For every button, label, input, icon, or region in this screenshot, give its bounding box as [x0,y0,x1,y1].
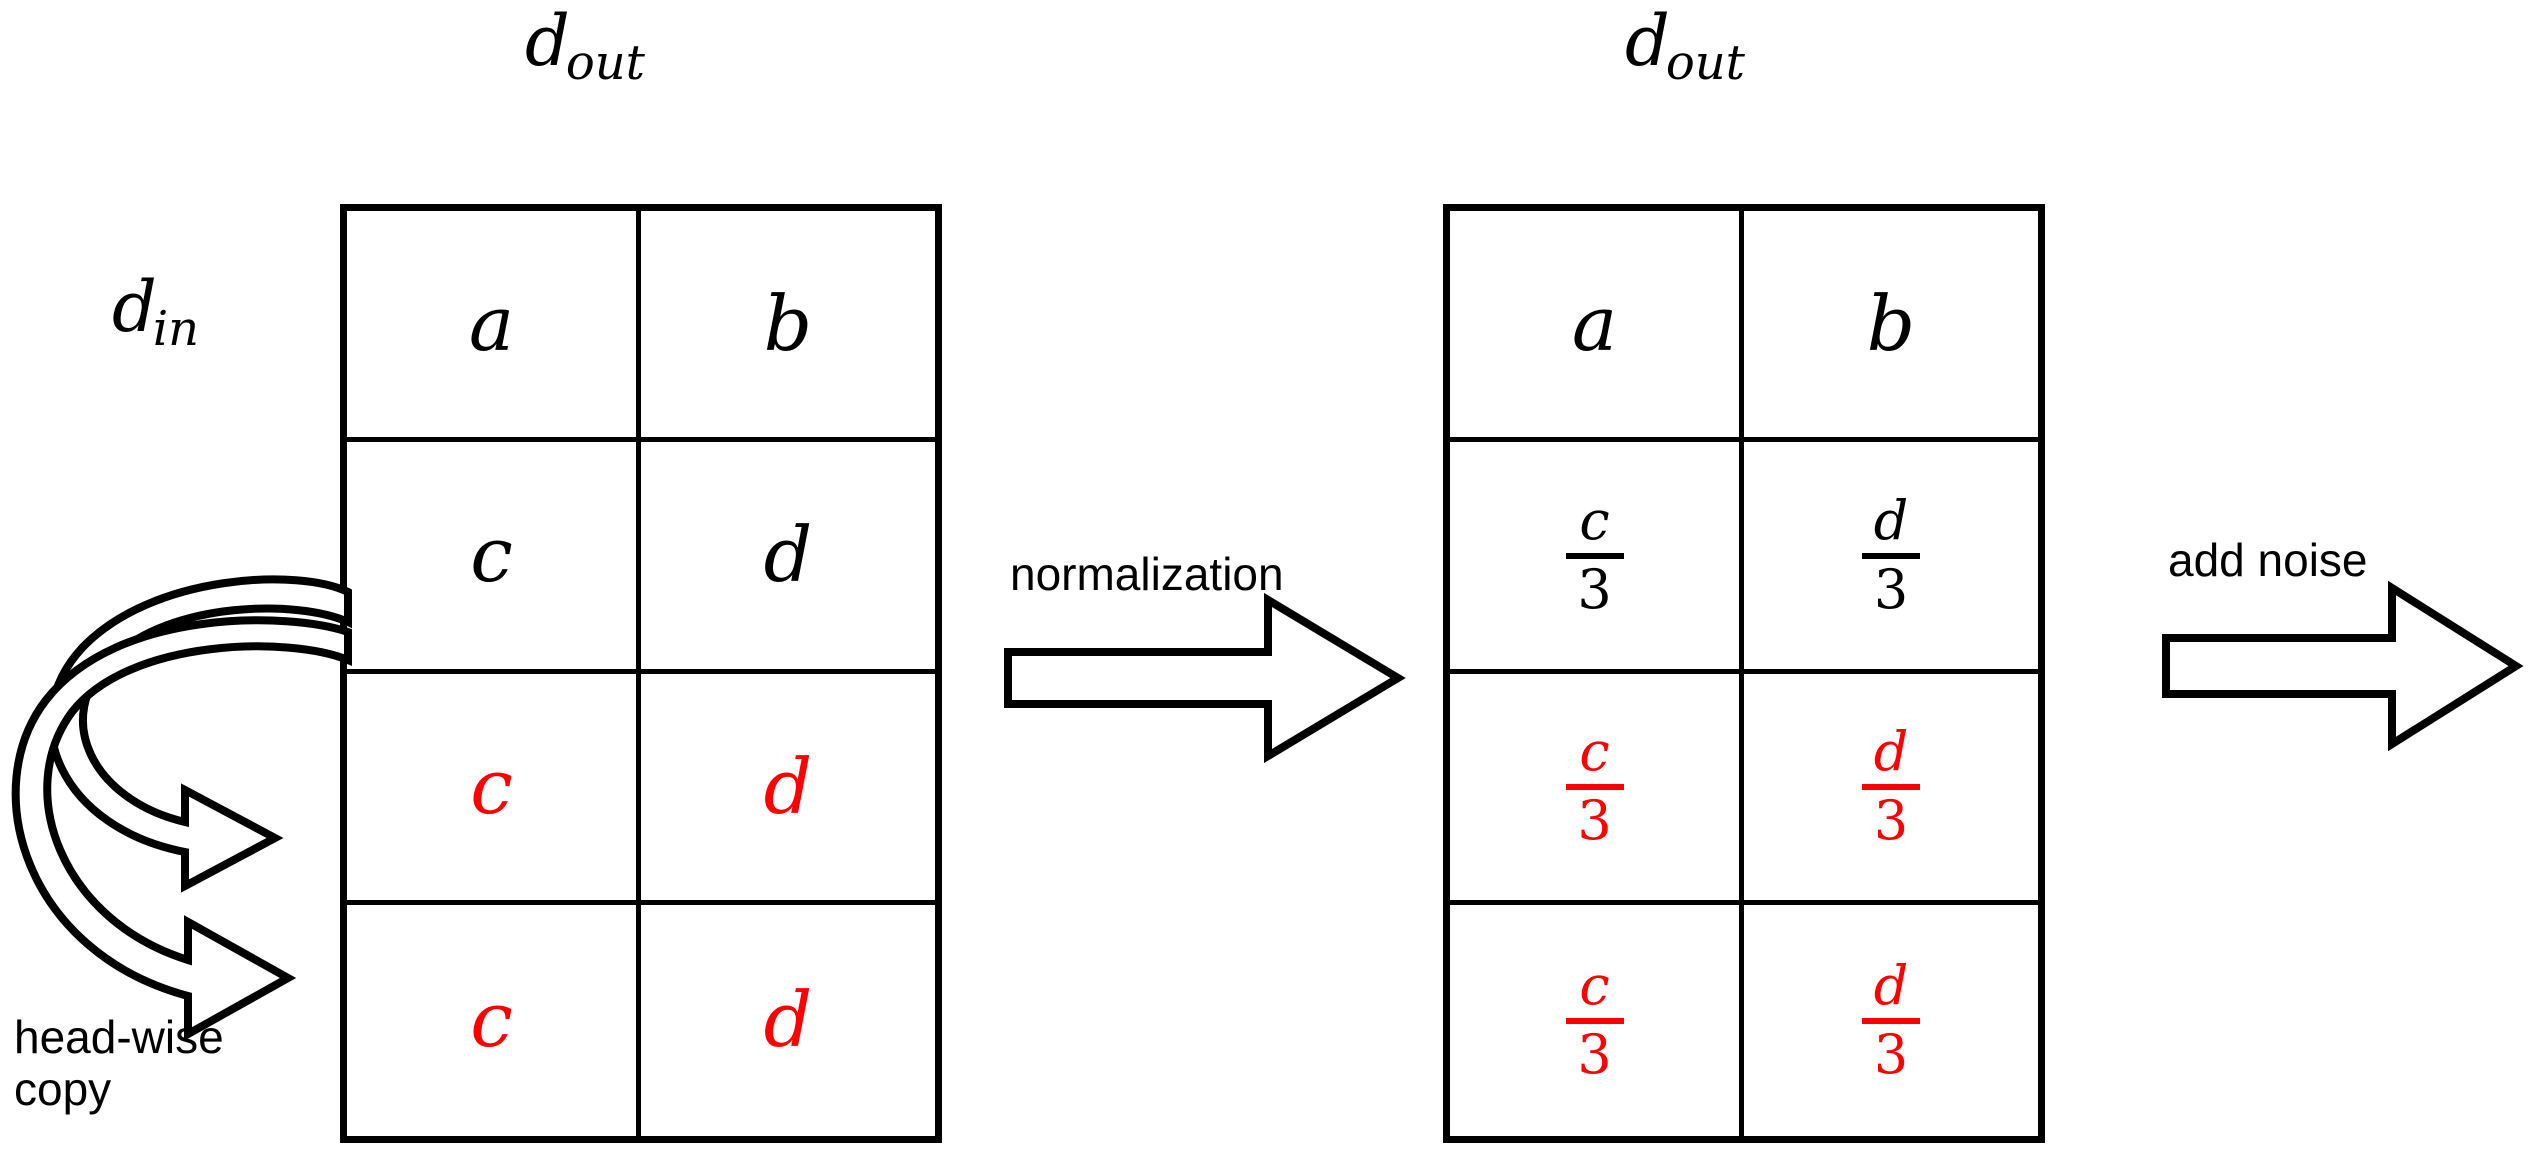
table-cell: c 3 [1450,904,1744,1136]
table-cell: d 3 [1744,674,2038,905]
fraction-numerator: c [1579,953,1610,1017]
fraction-denominator: 3 [1873,1022,1909,1086]
fraction-bar [1862,784,1920,791]
cell-fraction: c 3 [1565,488,1624,621]
cell-value: d [763,741,813,831]
fraction-denominator: 3 [1577,1022,1612,1086]
table-cell: c [347,673,641,905]
cell-value: b [1866,279,1916,369]
table-cell: c 3 [1450,442,1744,674]
fraction-denominator: 3 [1873,557,1909,621]
fraction-bar [1565,1017,1624,1024]
fraction-denominator: 3 [1873,789,1909,853]
fraction-numerator: d [1873,720,1909,784]
fraction-numerator: d [1873,953,1909,1017]
din-base: d [112,266,157,348]
table-cell: d [641,674,935,905]
table-cell: b [1744,211,2038,443]
head-wise-copy-arrow-lower [11,616,352,1041]
head-wise-copy-arrow-upper [46,575,352,893]
cell-value: c [470,741,513,831]
right-matrix-dout-label: dout [1625,6,1749,87]
head-wise-copy-label: head-wise copy [14,1011,224,1115]
table-cell: a [347,211,641,443]
table-cell: c 3 [1450,673,1744,905]
cell-value: a [1571,279,1618,369]
cell-value: c [470,510,513,600]
table-cell: d [641,442,935,674]
table-cell: c [347,904,641,1136]
add-noise-block-arrow [2162,580,2524,752]
normalization-label: normalization [1010,548,1284,600]
table-cell: d 3 [1744,905,2038,1136]
cell-fraction: d 3 [1862,488,1920,621]
fraction-denominator: 3 [1577,557,1612,621]
table-cell: d [641,905,935,1136]
head-wise-copy-line-1: head-wise [14,1011,224,1063]
din-subscript: in [152,301,200,357]
left-matrix: a b c d c d c d [340,204,942,1143]
head-wise-copy-line-2: copy [14,1062,112,1115]
fraction-numerator: d [1873,488,1909,552]
table-cell: b [641,211,935,443]
fraction-numerator: c [1579,720,1610,784]
normalization-block-arrow [1004,592,1406,764]
dout-subscript-left: out [565,35,645,91]
dout-subscript-right: out [1665,35,1745,91]
cell-value: a [468,279,515,369]
dout-base-right: d [1625,0,1670,82]
din-label: din [112,272,203,353]
cell-fraction: d 3 [1862,953,1920,1086]
dout-base-left: d [525,0,570,82]
fraction-bar [1565,552,1624,559]
right-matrix: a b c 3 d 3 c 3 [1443,204,2045,1143]
cell-value: d [763,510,813,600]
fraction-denominator: 3 [1577,789,1612,853]
table-cell: d 3 [1744,442,2038,674]
cell-fraction: c 3 [1565,953,1624,1086]
cell-fraction: c 3 [1565,720,1624,853]
cell-value: b [763,279,813,369]
table-cell: c [347,442,641,674]
fraction-bar [1565,784,1624,791]
fraction-bar [1862,1017,1920,1024]
cell-fraction: d 3 [1862,725,1920,848]
cell-value: d [763,975,813,1065]
fraction-numerator: c [1579,488,1610,552]
table-cell: a [1450,211,1744,443]
add-noise-label: add noise [2168,534,2368,586]
cell-value: c [470,975,513,1065]
left-matrix-dout-label: dout [525,6,649,87]
fraction-bar [1862,552,1920,559]
